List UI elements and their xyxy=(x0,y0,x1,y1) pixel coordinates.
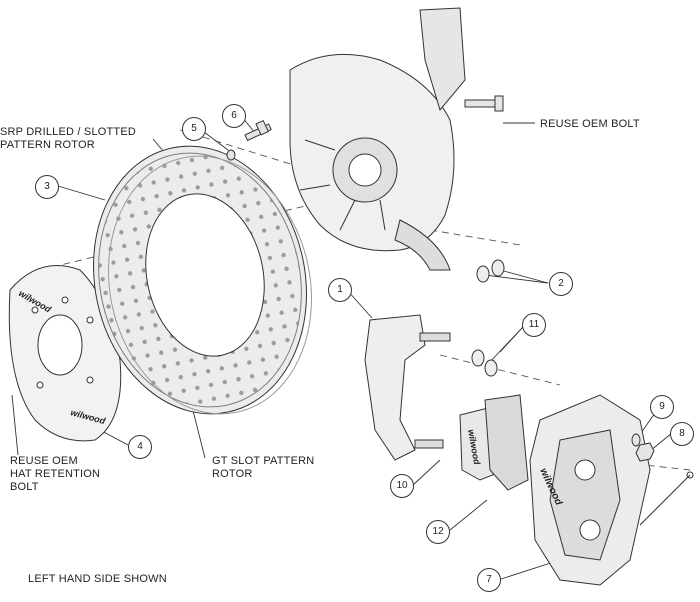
callout-1: 1 xyxy=(328,278,352,302)
caliper-bracket xyxy=(364,314,451,461)
drilled-slotted-rotor xyxy=(93,145,312,415)
hardware-8-9 xyxy=(631,433,655,462)
callout-5: 5 xyxy=(182,117,206,141)
shims-11 xyxy=(471,349,498,377)
washers-2 xyxy=(476,259,505,283)
callout-9: 9 xyxy=(650,395,674,419)
callout-10: 10 xyxy=(390,474,414,498)
hardware-bolt-6 xyxy=(244,119,272,142)
label-srp-rotor: SRP DRILLED / SLOTTED PATTERN ROTOR xyxy=(0,126,137,151)
caliper-pin xyxy=(639,471,694,526)
callout-3: 3 xyxy=(35,175,59,199)
label-footer: LEFT HAND SIDE SHOWN xyxy=(28,573,167,585)
callout-2: 2 xyxy=(549,272,573,296)
label-reuse-oem-hat-bolt: REUSE OEM HAT RETENTION BOLT xyxy=(10,455,101,493)
callout-4: 4 xyxy=(128,435,152,459)
hardware-washer-5 xyxy=(226,149,236,161)
brake-caliper xyxy=(529,394,651,586)
label-gt-slot-rotor: GT SLOT PATTERN ROTOR xyxy=(212,455,315,480)
callout-8: 8 xyxy=(670,422,694,446)
callout-12: 12 xyxy=(426,520,450,544)
callout-7: 7 xyxy=(477,568,501,592)
callout-6: 6 xyxy=(222,104,246,128)
callout-11: 11 xyxy=(522,313,546,337)
spindle-knuckle xyxy=(289,7,466,271)
label-reuse-oem-bolt: REUSE OEM BOLT xyxy=(540,118,640,130)
rotor-hat xyxy=(8,265,122,442)
brake-pads xyxy=(459,394,529,491)
oem-bolt xyxy=(464,95,504,112)
